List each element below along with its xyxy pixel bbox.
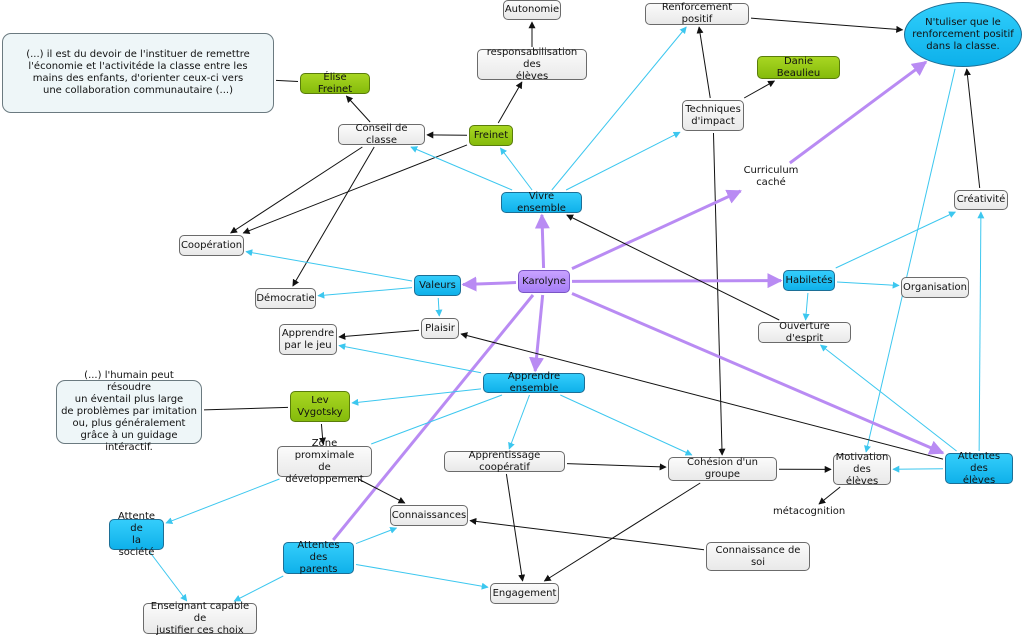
link-creativite-to-nutiliser <box>967 69 980 188</box>
link-attentes_parents-to-connaissances <box>356 528 397 544</box>
node-connaissance-de-soi[interactable]: Connaissance de soi <box>706 542 810 571</box>
link-apprentissage-to-cohesion <box>567 464 666 467</box>
node-democratie[interactable]: Démocratie <box>255 288 316 309</box>
node-enseignant-capable[interactable]: Enseignant capable de justifier ces choi… <box>143 603 257 634</box>
node-attente-societe[interactable]: Attente de la société <box>109 519 164 550</box>
link-freinet-to-responsabilisation <box>498 82 522 123</box>
node-valeurs[interactable]: Valeurs <box>414 275 461 296</box>
node-techniques-impact[interactable]: Techniques d'impact <box>682 100 744 131</box>
link-conseil-to-elise_freinet <box>346 96 370 122</box>
link-techniques-to-danie_beaulieu <box>744 81 774 98</box>
link-karolyne-to-attentes_eleves <box>572 294 943 453</box>
node-creativite[interactable]: Créativité <box>954 190 1008 210</box>
link-apprendre_ensemble-to-cohesion <box>560 395 692 455</box>
link-vivre-to-techniques <box>566 132 680 190</box>
node-zone-proximale[interactable]: Zone promximale de développement <box>277 446 372 477</box>
node-responsabilisation[interactable]: responsabilisation des élèves <box>477 49 587 80</box>
link-nutiliser-to-motivation <box>866 69 955 452</box>
link-habiletes-to-ouverture <box>806 293 808 320</box>
link-karolyne-to-apprendre_ensemble <box>535 295 542 371</box>
link-cohesion-to-engagement <box>544 483 700 581</box>
node-attentes-eleves[interactable]: Attentes des élèves <box>945 453 1013 484</box>
node-apprentissage-cooperatif[interactable]: Apprentissage coopératif <box>444 451 565 472</box>
node-connaissances[interactable]: Connaissances <box>390 505 468 526</box>
link-vivre-to-conseil <box>411 147 512 190</box>
link-apprendre_ensemble-to-apprendre_jeu <box>339 345 481 372</box>
link-motivation-to-metacognition <box>819 487 840 504</box>
link-conseil-to-cooperation <box>231 147 363 233</box>
node-autonomie[interactable]: Autonomie <box>503 0 561 20</box>
link-apprentissage-to-engagement <box>506 474 522 581</box>
node-attentes-parents[interactable]: Attentes des parents <box>283 542 354 574</box>
link-habiletes-to-organisation <box>837 282 899 285</box>
link-techniques-to-cohesion <box>713 133 722 455</box>
node-elise-freinet[interactable]: Élise Freinet <box>300 73 370 94</box>
link-vivre-to-freinet <box>500 148 532 190</box>
link-valeurs-to-democratie <box>318 288 412 296</box>
link-zone-to-attente_societe <box>166 479 279 523</box>
node-lev-vygotsky[interactable]: Lev Vygotsky <box>290 391 350 422</box>
link-apprendre_ensemble-to-vygotsky <box>352 389 481 403</box>
link-valeurs-to-cooperation <box>246 252 412 281</box>
node-apprendre-ensemble[interactable]: Apprendre ensemble <box>483 373 585 393</box>
node-plaisir[interactable]: Plaisir <box>421 318 459 339</box>
link-attentes_eleves-to-plaisir <box>461 334 943 459</box>
link-apprendre_ensemble-to-apprentissage <box>509 395 529 449</box>
node-organisation[interactable]: Organisation <box>901 277 969 298</box>
node-karolyne[interactable]: Karolyne <box>518 270 570 293</box>
label-curriculum-cache: Curriculum caché <box>742 165 800 189</box>
link-renforcement-to-nutiliser <box>751 18 903 30</box>
link-attentes_parents-to-engagement <box>356 564 488 587</box>
node-cohesion-groupe[interactable]: Cohésion d'un groupe <box>668 457 777 481</box>
link-valeurs-to-plaisir <box>438 298 439 316</box>
node-ouverture-esprit[interactable]: Ouverture d'esprit <box>758 322 851 343</box>
node-motivation-eleves[interactable]: Motivation des élèves <box>833 454 891 485</box>
link-elise_freinet-to-citation_freinet <box>276 80 298 81</box>
node-conseil-de-classe[interactable]: Conseil de classe <box>338 124 425 145</box>
link-vygotsky-to-citation_vygotsky <box>204 407 288 409</box>
link-apprendre_ensemble-to-zone <box>371 395 502 444</box>
link-attentes_parents-to-enseignant <box>234 576 283 601</box>
node-habiletes[interactable]: Habiletés <box>783 270 835 291</box>
node-renforcement-positif[interactable]: Renforcement positif <box>645 3 749 25</box>
note-citation-vygotsky[interactable]: (...) l'humain peut résoudre un éventail… <box>56 380 202 444</box>
link-plaisir-to-apprendre_jeu <box>339 330 419 337</box>
link-karolyne-to-habiletes <box>572 281 781 282</box>
link-attentes_eleves-to-creativite <box>979 212 981 451</box>
node-cooperation[interactable]: Coopération <box>179 235 244 256</box>
node-apprendre-par-le-jeu[interactable]: Apprendre par le jeu <box>279 324 337 355</box>
link-habiletes-to-creativite <box>836 212 956 268</box>
node-danie-beaulieu[interactable]: Danie Beaulieu <box>757 56 840 79</box>
node-engagement[interactable]: Engagement <box>490 583 559 604</box>
node-renforcement-positif-seulement[interactable]: N'tuliser que le renforcement positif da… <box>904 2 1022 67</box>
link-attentes_eleves-to-ouverture <box>821 345 957 451</box>
note-citation-freinet[interactable]: (...) il est du devoir de l'instituer de… <box>2 33 274 113</box>
node-vivre-ensemble[interactable]: Vivre ensemble <box>501 192 582 213</box>
link-connaissance_soi-to-connaissances <box>470 521 704 550</box>
link-conseil-to-democratie <box>293 147 374 286</box>
link-freinet-to-cooperation <box>243 145 467 233</box>
label-metacognition: métacognition <box>773 506 845 518</box>
link-karolyne-to-vivre <box>542 215 544 268</box>
link-attente_societe-to-enseignant <box>150 552 187 601</box>
link-techniques-to-renforcement <box>699 27 710 98</box>
node-freinet[interactable]: Freinet <box>469 125 513 146</box>
link-karolyne-to-valeurs <box>463 283 516 285</box>
